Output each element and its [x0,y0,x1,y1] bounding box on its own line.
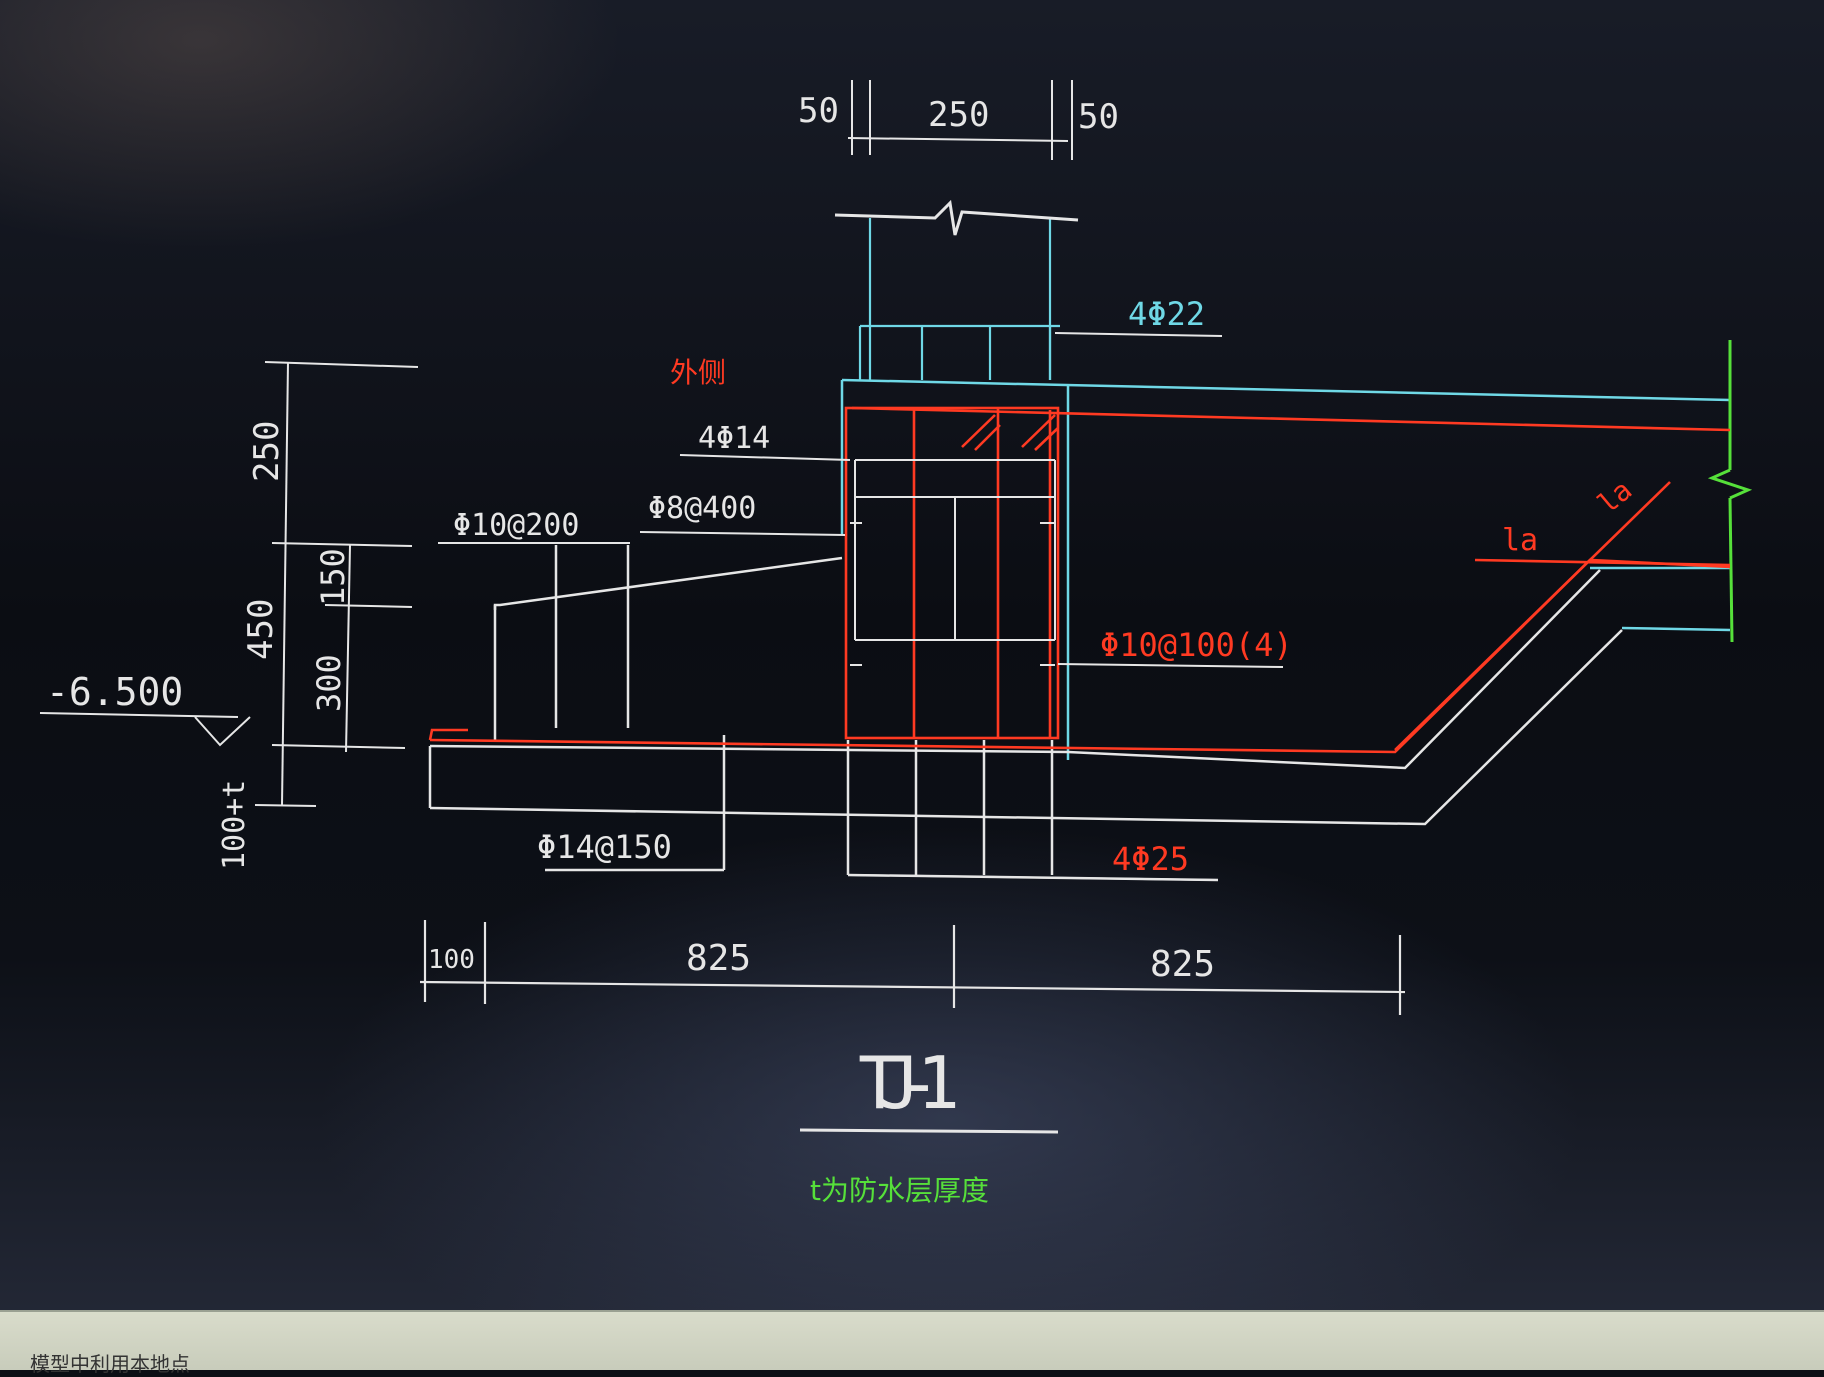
label-10-100-4: Φ10@100(4) [1100,626,1293,664]
beam-outline [840,378,1731,760]
label-4-22: 4Φ22 [1128,295,1205,333]
left-dimensions [39,361,419,807]
dim-250: 250 [247,421,287,482]
status-bar: 模型中利用本地点 [0,1310,1824,1376]
dim-150: 150 [314,548,352,606]
drawing-note: t为防水层厚度 [810,1174,989,1207]
label-la-2: la [1591,473,1638,520]
break-line-top [834,199,1079,236]
label-10-200: Φ10@200 [453,508,579,543]
top-dim-mid: 250 [928,95,989,135]
stirrups-white [850,459,1056,666]
label-4-25: 4Φ25 [1112,840,1189,878]
label-outside: 外侧 [670,356,726,389]
leaders [438,332,1284,881]
title-underline [799,1128,1059,1134]
label-4-14: 4Φ14 [698,421,770,456]
elevation-label: -6.500 [46,670,183,714]
label-14-150: Φ14@150 [537,828,672,866]
bottom-dimension [419,920,1406,1015]
bottom-dim-825-right: 825 [1150,944,1215,985]
dim-100t: 100+t [217,780,252,870]
status-text: 模型中利用本地点 [30,1352,190,1376]
top-dim-left: 50 [798,91,839,131]
dim-450: 450 [241,599,281,660]
bottom-dim-825-left: 825 [686,938,751,979]
top-dimension [847,80,1073,160]
top-dim-right: 50 [1078,97,1119,137]
drawing-title: TJ-1 [858,1041,960,1125]
bottom-dim-100: 100 [428,945,475,975]
label-la-1: la [1502,523,1538,558]
label-8-400: Φ8@400 [648,491,756,526]
dim-300: 300 [310,654,348,712]
green-break [1707,340,1753,643]
column-section [858,218,1060,380]
reinforcement-red [428,406,1731,754]
